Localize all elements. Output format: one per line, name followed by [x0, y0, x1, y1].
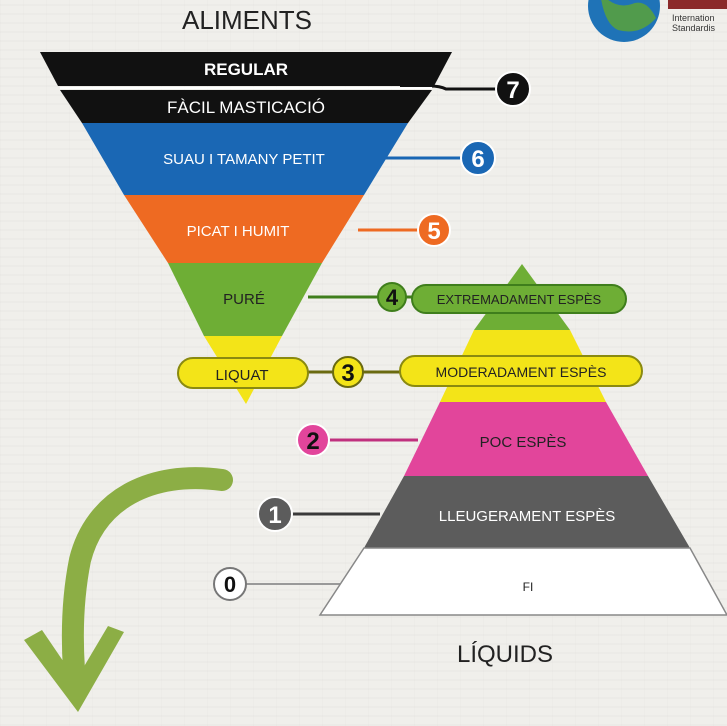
label-picat: PICAT I HUMIT	[187, 223, 290, 240]
foods-title: ALIMENTS	[182, 5, 312, 35]
tier-fi	[318, 547, 727, 616]
badge-2: 2	[296, 423, 330, 457]
svg-text:2: 2	[306, 428, 319, 455]
tier-regular	[40, 52, 452, 86]
badge-5: 5	[417, 213, 451, 247]
tier-picat	[124, 195, 364, 263]
tier-poc	[404, 402, 648, 476]
tier-pure	[168, 263, 322, 336]
tier-facil-masticacio	[60, 90, 432, 123]
badge-3: 3	[332, 356, 364, 388]
label-fi: FI	[523, 580, 534, 594]
logo-text-line-2: Standardis	[672, 23, 716, 33]
liquat-pill	[177, 357, 309, 389]
tier-suau	[82, 123, 408, 195]
tier-lleugerament	[364, 476, 690, 548]
label-facil-masticacio: FÀCIL MASTICACIÓ	[167, 98, 325, 117]
label-lleugerament: LLEUGERAMENT ESPÈS	[439, 508, 615, 525]
label-moderadament: MODERADAMENT ESPÈS	[436, 364, 607, 380]
badge-6: 6	[460, 140, 496, 176]
svg-text:0: 0	[224, 572, 236, 597]
logo-text: Internation Standardis	[672, 13, 715, 33]
label-liquat: LIQUAT	[215, 367, 268, 384]
curved-arrow-down-icon	[24, 467, 233, 712]
foods-pyramid	[40, 52, 452, 404]
svg-text:3: 3	[341, 360, 354, 387]
label-extremadament: EXTREMADAMENT ESPÈS	[437, 292, 602, 307]
liquids-title: LÍQUIDS	[457, 641, 553, 668]
badge-7: 7	[495, 71, 531, 107]
svg-text:4: 4	[386, 285, 399, 310]
label-poc: POC ESPÈS	[480, 434, 567, 451]
badge-0: 0	[213, 567, 247, 601]
moderadament-pill	[399, 355, 643, 387]
label-suau: SUAU I TAMANY PETIT	[163, 151, 325, 168]
svg-text:5: 5	[427, 218, 440, 245]
extremadament-pill	[411, 284, 627, 314]
svg-text:7: 7	[506, 77, 519, 104]
globe-land	[601, 0, 656, 32]
svg-text:1: 1	[268, 502, 281, 529]
badge-4: 4	[377, 282, 407, 312]
logo-text-line-1: Internation	[672, 13, 715, 23]
label-regular: REGULAR	[204, 60, 288, 79]
logo	[588, 0, 727, 42]
logo-bar	[668, 0, 727, 9]
svg-text:6: 6	[471, 146, 484, 173]
label-pure: PURÉ	[223, 291, 265, 308]
badge-1: 1	[257, 496, 293, 532]
